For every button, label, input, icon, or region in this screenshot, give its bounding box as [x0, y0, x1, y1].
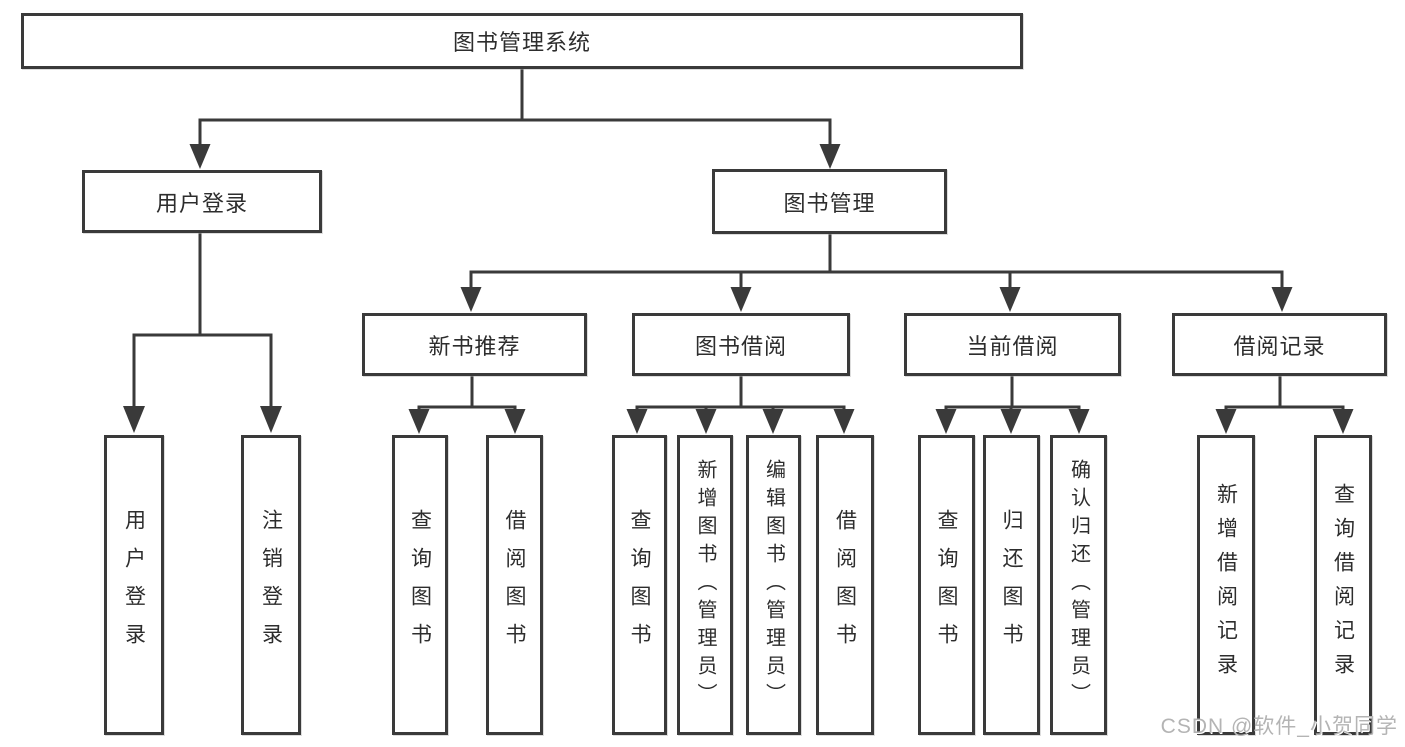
- node-book-management: 图书管理: [712, 169, 947, 234]
- node-label: 图书借阅: [694, 333, 787, 359]
- leaf-search-books-newbooks: 查询图书: [392, 435, 448, 735]
- leaf-borrow-books-borrow: 借阅图书: [816, 435, 874, 735]
- node-library-management-system: 图书管理系统: [21, 13, 1023, 69]
- leaf-confirm-return-admin: 确认归还（管理员）: [1050, 435, 1107, 735]
- node-label: 用户登录: [155, 190, 248, 216]
- leaf-add-book-admin: 新增图书（管理员）: [677, 435, 733, 735]
- node-label: 当前借阅: [966, 333, 1059, 359]
- node-book-borrowing: 图书借阅: [632, 313, 850, 376]
- node-label: 借阅记录: [1233, 333, 1326, 359]
- node-label: 新书推荐: [428, 333, 521, 359]
- leaf-borrow-books-newbooks: 借阅图书: [486, 435, 543, 735]
- node-user-login: 用户登录: [82, 170, 322, 233]
- leaf-add-borrow-record: 新增借阅记录: [1197, 435, 1255, 735]
- node-label: 图书管理: [783, 190, 876, 216]
- leaf-edit-book-admin: 编辑图书（管理员）: [746, 435, 801, 735]
- leaf-logout: 注销登录: [241, 435, 301, 735]
- node-label: 图书管理系统: [452, 30, 591, 55]
- leaf-search-borrow-record: 查询借阅记录: [1314, 435, 1372, 735]
- leaf-return-book: 归还图书: [983, 435, 1040, 735]
- leaf-user-login: 用户登录: [104, 435, 164, 735]
- leaf-search-books-borrow: 查询图书: [612, 435, 667, 735]
- csdn-watermark: CSDN @软件_小贺同学: [1160, 715, 1398, 738]
- leaf-search-books-current: 查询图书: [918, 435, 975, 735]
- node-new-book-recommend: 新书推荐: [362, 313, 587, 376]
- node-current-borrowing: 当前借阅: [904, 313, 1121, 376]
- node-borrowing-records: 借阅记录: [1172, 313, 1387, 376]
